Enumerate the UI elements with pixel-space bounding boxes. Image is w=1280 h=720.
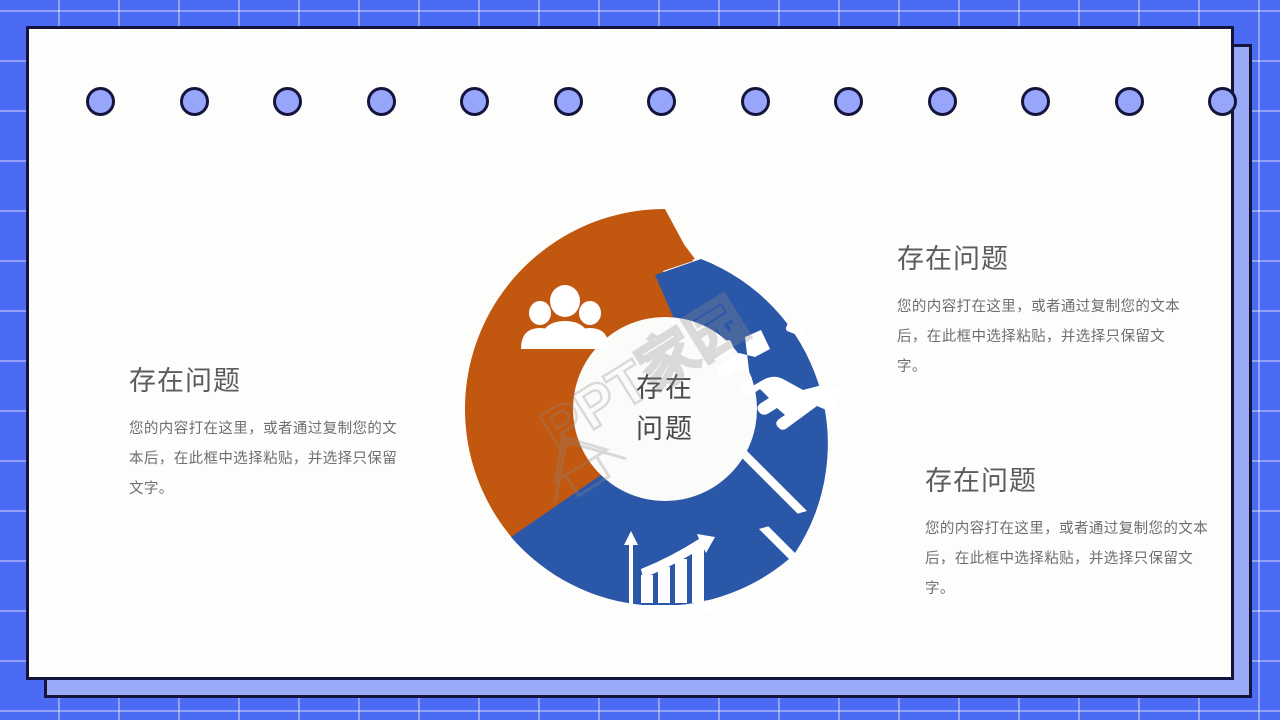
heading-top-right: 存在问题 bbox=[897, 244, 1009, 274]
text-block-left: 存在问题 您的内容打在这里，或者通过复制您的文本后，在此框中选择粘贴，并选择只保… bbox=[129, 359, 407, 504]
punch-hole-12 bbox=[1114, 87, 1144, 116]
punch-hole-3 bbox=[273, 87, 302, 116]
body-bottom-right: 您的内容打在这里，或者通过复制您的文本后，在此框中选择粘贴，并选择只保留文字。 bbox=[925, 521, 1209, 597]
punch-hole-6 bbox=[553, 87, 583, 116]
bar-chart-growth-icon bbox=[624, 531, 719, 614]
slide-card: 存在问题 您的内容打在这里，或者通过复制您的文本后，在此框中选择粘贴，并选择只保… bbox=[26, 26, 1237, 680]
segment-growth[interactable] bbox=[511, 455, 801, 606]
punch-hole-11 bbox=[1021, 87, 1050, 116]
text-block-top-right: 存在问题 您的内容打在这里，或者通过复制您的文本后，在此框中选择粘贴，并选择只保… bbox=[897, 237, 1185, 382]
heading-left: 存在问题 bbox=[129, 366, 241, 396]
punch-hole-10 bbox=[927, 87, 957, 116]
diagram-hub bbox=[573, 317, 757, 501]
punch-hole-8 bbox=[740, 87, 770, 116]
text-block-bottom-right: 存在问题 您的内容打在这里，或者通过复制您的文本后，在此框中选择粘贴，并选择只保… bbox=[925, 459, 1213, 604]
punch-hole-4 bbox=[366, 87, 396, 116]
punch-hole-row bbox=[29, 87, 1237, 119]
punch-hole-2 bbox=[179, 87, 209, 116]
three-segment-cycle-diagram: 存在 问题 bbox=[457, 201, 873, 617]
punch-hole-9 bbox=[834, 87, 863, 116]
people-group-icon bbox=[521, 285, 609, 349]
body-left: 您的内容打在这里，或者通过复制您的文本后，在此框中选择粘贴，并选择只保留文字。 bbox=[129, 421, 398, 497]
punch-hole-13 bbox=[1208, 87, 1237, 116]
punch-hole-1 bbox=[86, 87, 115, 116]
body-top-right: 您的内容打在这里，或者通过复制您的文本后，在此框中选择粘贴，并选择只保留文字。 bbox=[897, 299, 1181, 375]
punch-hole-5 bbox=[460, 87, 489, 116]
handshake-icon bbox=[714, 318, 842, 430]
heading-bottom-right: 存在问题 bbox=[925, 466, 1037, 496]
punch-hole-7 bbox=[647, 87, 676, 116]
